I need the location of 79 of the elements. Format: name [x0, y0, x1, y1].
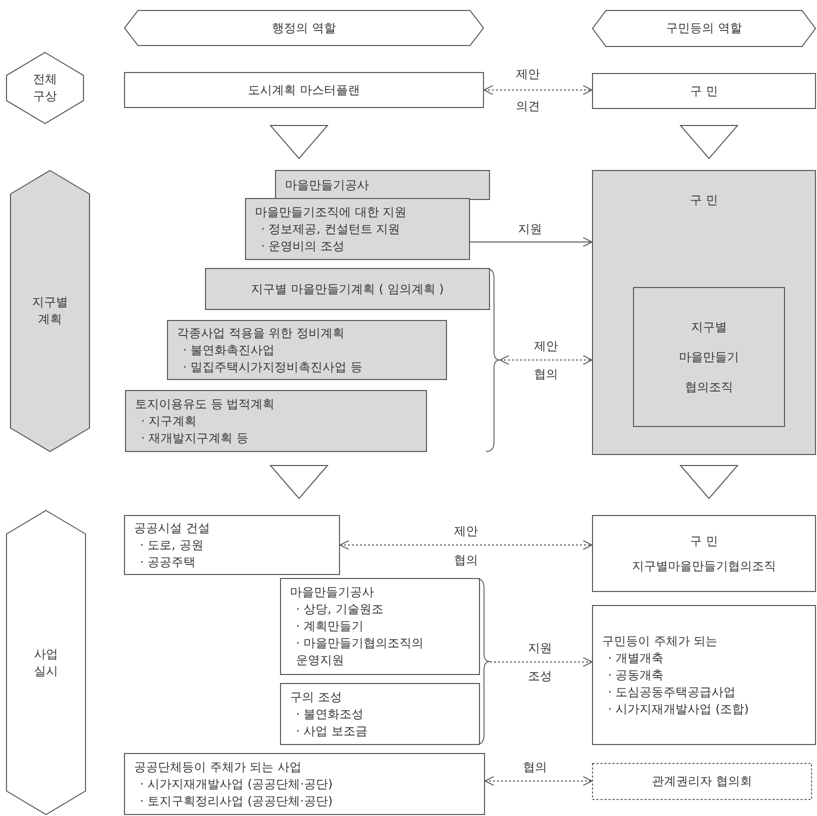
down-triangle	[680, 125, 738, 159]
edge-label: 제안	[514, 67, 542, 81]
box-heading: 전체 구상	[32, 71, 58, 105]
down-triangle	[680, 465, 738, 499]
process-box	[124, 753, 485, 815]
bullet-item: · 공동개축	[607, 666, 664, 684]
bullet-item: · 계획만들기	[295, 618, 364, 635]
stage-hexagon	[6, 510, 86, 815]
down-triangle	[270, 125, 328, 159]
bullet-item: · 공공주택	[139, 554, 196, 570]
box-heading: 구민등의 역할	[666, 20, 742, 37]
stage-hexagon	[6, 52, 84, 124]
box-heading: 지구별 계획	[31, 294, 69, 328]
process-box	[592, 605, 816, 745]
arrow	[484, 776, 592, 786]
bullet-item: · 개별개축	[607, 650, 664, 666]
box-heading: 토지이용유도 등 법적계획	[135, 396, 275, 412]
process-box	[592, 763, 812, 800]
edge-label: 제안	[532, 339, 560, 353]
bullet-item: · 사업 보조금	[295, 722, 368, 740]
bullet-item: · 상당, 기술원조	[295, 601, 384, 618]
process-box	[124, 72, 484, 108]
box-heading: 구 민	[690, 532, 718, 550]
arrow	[340, 540, 592, 550]
box-heading: 마을만들기공사	[285, 176, 369, 194]
arrow	[490, 657, 592, 667]
arrow	[484, 85, 592, 95]
stage-hexagon	[10, 170, 90, 452]
process-box	[205, 268, 490, 310]
bullet-item: · 토지구획정리사업 (공공단체·공단)	[139, 792, 333, 810]
process-box	[592, 515, 816, 592]
bullet-item: · 도심공동주택공급사업	[607, 684, 736, 700]
bullet-item: · 운영비의 조성	[260, 238, 344, 254]
bracket	[476, 578, 490, 745]
bullet-item: 지구별마을만들기협의조직	[632, 558, 776, 574]
box-heading: 마을만들기조직에 대한 지원	[255, 204, 407, 220]
box-heading: 구 민	[690, 82, 718, 100]
bullet-item: · 불연화촉진사업	[182, 342, 275, 358]
process-box	[592, 170, 816, 455]
process-box	[167, 320, 447, 380]
arrow	[500, 355, 592, 365]
edge-label: 지원	[516, 222, 544, 236]
role-banner	[124, 10, 484, 46]
edge-label: 제안	[452, 524, 480, 538]
box-heading: 각종사업 적용을 위한 정비계획	[177, 324, 344, 342]
box-heading: 공공단체등이 주체가 되는 사업	[134, 758, 302, 776]
box-heading: 구의 조성	[290, 688, 342, 706]
edge-label: 지원	[526, 641, 554, 655]
bullet-item: · 마을만들기협의조직의 운영지원	[295, 635, 425, 669]
box-heading: 사업 실시	[33, 646, 59, 680]
box-heading: 공공시설 건설	[134, 520, 210, 536]
process-box	[280, 578, 480, 675]
bullet-item: · 정보제공, 컨설턴트 지원	[260, 220, 400, 238]
bracket	[486, 268, 500, 452]
box-heading: 구 민	[690, 192, 718, 209]
role-banner	[592, 10, 816, 47]
bullet-item: · 시가지재개발사업 (공공단체·공단)	[139, 776, 333, 792]
bullet-item: · 시가지재개발사업 (조합)	[607, 700, 749, 718]
process-box	[633, 287, 785, 427]
box-heading: 관계권리자 협의회	[652, 773, 752, 790]
process-box	[125, 390, 427, 452]
process-box	[280, 683, 480, 745]
process-box	[124, 515, 340, 575]
arrow	[470, 237, 592, 247]
down-triangle	[270, 465, 328, 499]
bullet-item: · 불연화조성	[295, 706, 364, 722]
process-box	[245, 198, 470, 260]
box-heading: 구민등이 주체가 되는	[602, 632, 718, 650]
bullet-item: · 도로, 공원	[139, 536, 204, 554]
box-heading: 행정의 역할	[272, 20, 336, 36]
box-heading: 지구별 마을만들기계획 ( 임의계획 )	[251, 280, 444, 298]
bullet-item: · 재개발지구계획 등	[140, 430, 248, 446]
process-box	[592, 73, 816, 109]
box-heading: 지구별 마을만들기 협의조직	[678, 319, 740, 396]
process-box	[275, 170, 490, 200]
box-heading: 마을만들기공사	[290, 584, 374, 601]
bullet-item: · 밀집주택시가지정비촉진사업 등	[182, 358, 362, 376]
bullet-item: · 지구계획	[140, 412, 197, 430]
box-heading: 도시계획 마스터플랜	[248, 82, 360, 98]
